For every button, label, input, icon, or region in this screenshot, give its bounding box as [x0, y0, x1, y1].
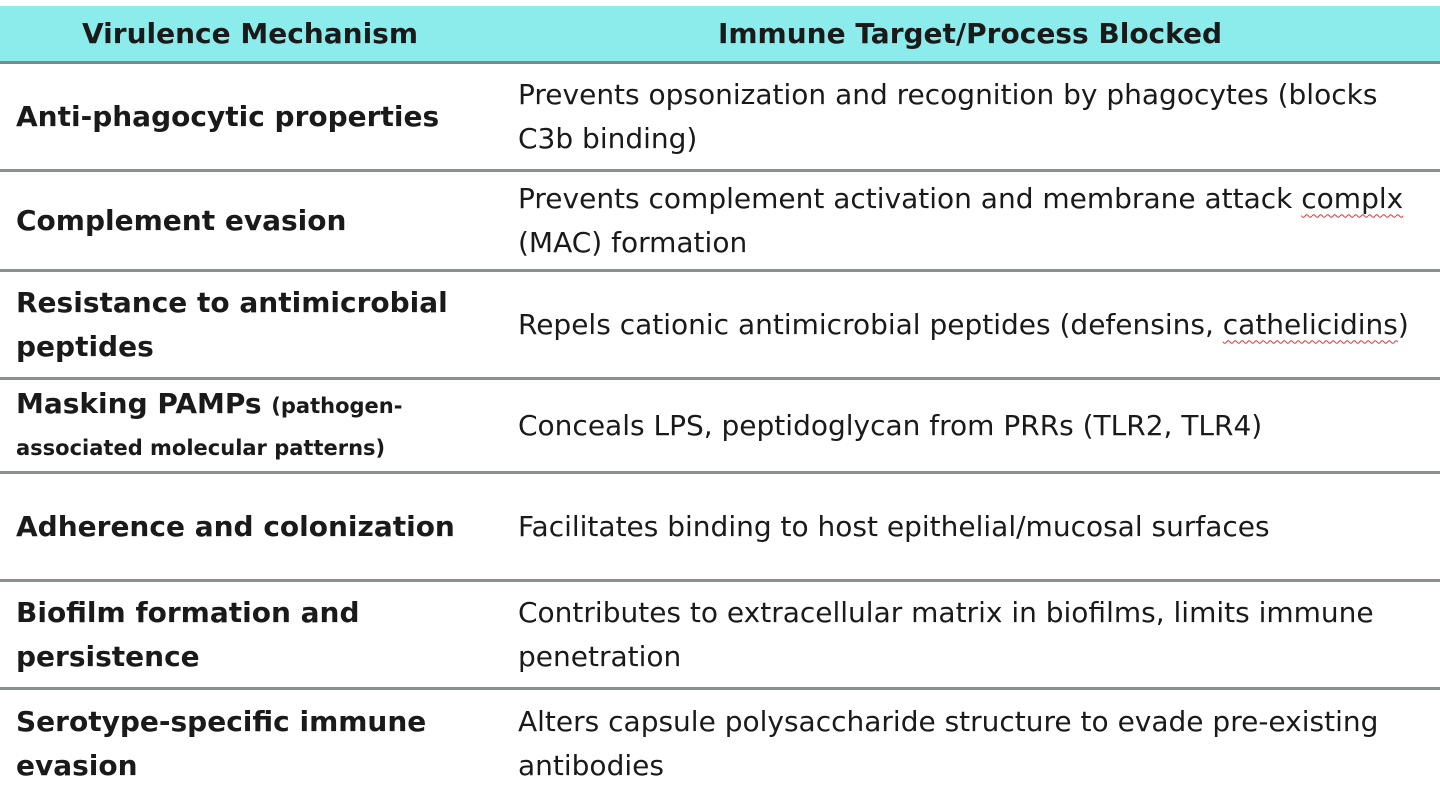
target-cell: Facilitates binding to host epithelial/m…: [518, 509, 1270, 543]
target-cell: Prevents complement activation and membr…: [518, 172, 1438, 269]
target-cell: Contributes to extracellular matrix in b…: [518, 595, 1374, 673]
target-cell: Prevents opsonization and recognition by…: [518, 77, 1378, 155]
table-row: Masking PAMPs (pathogen-associated molec…: [0, 380, 1440, 474]
target-cell: Repels cationic antimicrobial peptides (…: [518, 272, 1438, 377]
mechanism-cell: Serotype-specific immune evasion: [16, 705, 427, 782]
table-row: Anti-phagocytic properties Prevents opso…: [0, 64, 1440, 172]
mechanism-text: Masking PAMPs: [16, 386, 262, 420]
header-immune-target: Immune Target/Process Blocked: [717, 17, 1223, 50]
mechanism-note: (pathogen-associated molecular patterns): [16, 393, 403, 460]
table-row: Complement evasion Prevents complement a…: [0, 172, 1440, 272]
header-virulence-mechanism: Virulence Mechanism: [81, 17, 419, 50]
target-text: Repels cationic antimicrobial peptides (…: [518, 307, 1223, 341]
table-row: Serotype-specific immune evasion Alters …: [0, 690, 1440, 798]
mechanism-cell: Adherence and colonization: [16, 509, 455, 543]
target-cell: Alters capsule polysaccharide structure …: [518, 705, 1379, 782]
table-row: Adherence and colonization Facilitates b…: [0, 474, 1440, 582]
misspelled-word[interactable]: cathelicidins: [1222, 307, 1398, 341]
target-text: ): [1397, 307, 1409, 341]
table-row: Biofilm formation and persistence Contri…: [0, 582, 1440, 690]
mechanism-cell: Resistance to antimicrobial peptides: [16, 285, 448, 363]
mechanism-cell: Masking PAMPs (pathogen-associated molec…: [16, 380, 496, 471]
table-row: Resistance to antimicrobial peptides Rep…: [0, 272, 1440, 380]
mechanism-cell: Anti-phagocytic properties: [16, 99, 440, 133]
mechanism-cell: Biofilm formation and persistence: [16, 595, 360, 673]
target-text: (MAC) formation: [518, 225, 748, 259]
target-text: Prevents complement activation and membr…: [518, 181, 1302, 215]
target-cell: Conceals LPS, peptidoglycan from PRRs (T…: [518, 408, 1263, 442]
mechanism-cell: Complement evasion: [16, 203, 347, 237]
table-header-row: Virulence Mechanism Immune Target/Proces…: [0, 6, 1440, 64]
misspelled-word[interactable]: complx: [1301, 181, 1404, 215]
